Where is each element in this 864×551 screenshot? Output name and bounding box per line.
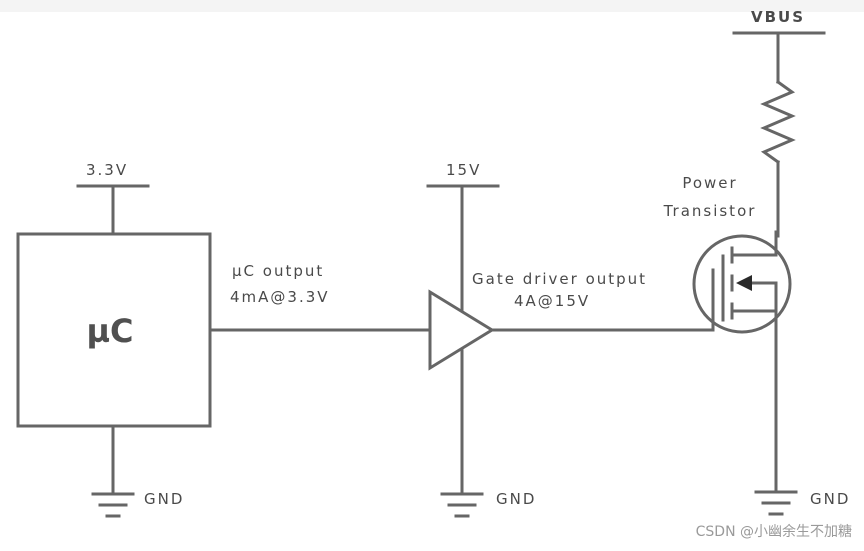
microcontroller-block: µC [16,232,212,428]
top-band [0,0,864,12]
driver-output-label-line2: 4A@15V [514,292,590,310]
transistor-drain-stub [730,230,778,257]
uc-ground-label: GND [144,490,184,508]
uc-supply-rail: 3.3V [76,161,150,236]
driver-supply-label: 15V [446,161,481,179]
transistor-ground: GND [754,309,850,516]
transistor-label-line1: Power [682,174,737,192]
driver-ground-label: GND [496,490,536,508]
microcontroller-box [16,232,212,428]
transistor-ground-label: GND [810,490,850,508]
vbus-label: VBUS [751,8,805,26]
driver-supply-rail: 15V [426,161,500,312]
vbus-rail: VBUS [732,8,826,238]
power-transistor: Power Transistor [663,174,792,334]
microcontroller-label: µC [86,312,133,350]
uc-output-label-line2: 4mA@3.3V [230,288,330,306]
uc-supply-label: 3.3V [86,161,128,179]
driver-output-label-line1: Gate driver output [472,270,647,288]
uc-output-label-line1: µC output [232,262,324,280]
load-resistor [760,79,796,165]
transistor-arrow-icon [736,275,752,291]
uc-ground: GND [91,424,184,518]
driver-ground: GND [440,348,536,518]
transistor-label-line2: Transistor [663,202,757,220]
watermark: CSDN @小幽余生不加糖 [696,523,852,540]
